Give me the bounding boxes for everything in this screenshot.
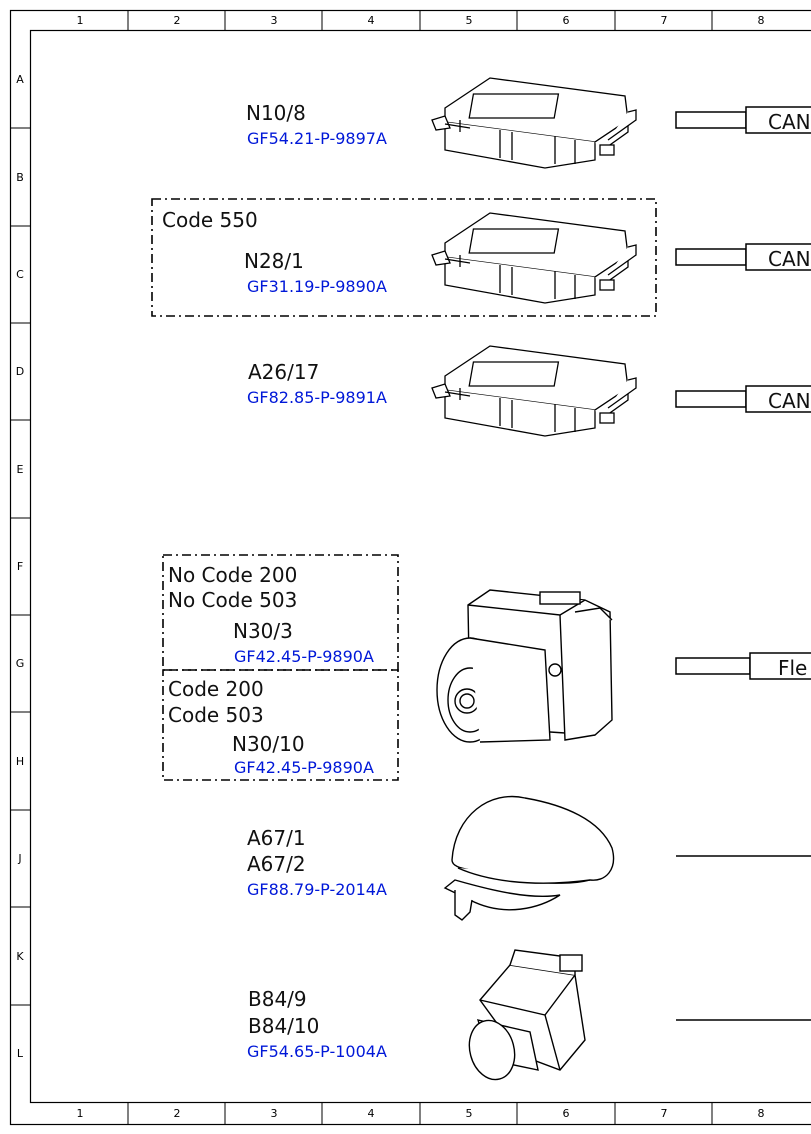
- row-tick: C: [16, 268, 24, 281]
- reference-link[interactable]: GF42.45-P-9890A: [234, 758, 374, 777]
- row-tick: A: [16, 73, 24, 86]
- col-tick: 1: [76, 14, 84, 27]
- connector-label: CAN: [768, 391, 811, 411]
- reference-link[interactable]: GF31.19-P-9890A: [247, 277, 387, 296]
- component-label: A26/17: [248, 360, 320, 384]
- col-tick: 4: [367, 1107, 375, 1120]
- row-tick: E: [16, 463, 24, 476]
- col-tick: 2: [173, 1107, 181, 1120]
- group-code-label: Code 550: [162, 208, 258, 232]
- col-tick: 8: [757, 1107, 765, 1120]
- connector-label: CAN: [768, 112, 811, 132]
- col-tick: 6: [562, 1107, 570, 1120]
- component-label: N10/8: [246, 101, 306, 125]
- mirror-icon: [443, 795, 615, 921]
- n30-3-connector-box: [749, 652, 811, 680]
- row-tick: J: [18, 852, 22, 865]
- row-tick: B: [16, 171, 24, 184]
- a26-17-connector-stub: [675, 390, 747, 408]
- n28-1-connector-box: [745, 243, 811, 271]
- n28-1-connector-stub: [675, 248, 747, 266]
- reference-link[interactable]: GF82.85-P-9891A: [247, 388, 387, 407]
- col-tick: 8: [757, 14, 765, 27]
- reference-link[interactable]: GF54.21-P-9897A: [247, 129, 387, 148]
- col-tick: 7: [660, 14, 668, 27]
- col-tick: 7: [660, 1107, 668, 1120]
- connector-label: CAN: [768, 249, 811, 269]
- component-label: B84/10: [248, 1014, 320, 1038]
- col-tick: 3: [270, 1107, 278, 1120]
- col-tick: 6: [562, 14, 570, 27]
- row-tick: H: [15, 755, 25, 768]
- col-tick: 4: [367, 14, 375, 27]
- camera-icon: [468, 949, 586, 1081]
- group-code-label: Code 503: [168, 703, 264, 727]
- group-code-label: No Code 503: [168, 588, 298, 612]
- row-tick: F: [16, 560, 24, 573]
- col-tick: 2: [173, 14, 181, 27]
- code-550-group-box: [151, 198, 657, 317]
- code-200-group-box: [162, 669, 399, 781]
- n10-8-connector-stub: [675, 111, 747, 129]
- component-label: A67/1: [247, 826, 306, 850]
- a26-17-connector-box: [745, 385, 811, 413]
- control-unit-icon: [431, 77, 637, 437]
- component-label: N30/3: [233, 619, 293, 643]
- component-label: B84/9: [248, 987, 307, 1011]
- row-tick: D: [15, 365, 25, 378]
- row-tick: K: [16, 950, 24, 963]
- reference-link[interactable]: GF54.65-P-1004A: [247, 1042, 387, 1061]
- col-tick: 3: [270, 14, 278, 27]
- no-code-200-group-box: [162, 554, 399, 671]
- component-label: N30/10: [232, 732, 305, 756]
- connector-label: Fle: [778, 658, 808, 678]
- esp-unit-icon: [436, 589, 613, 743]
- component-label: N28/1: [244, 249, 304, 273]
- component-label: A67/2: [247, 852, 306, 876]
- n10-8-connector-box: [745, 106, 811, 134]
- reference-link[interactable]: GF88.79-P-2014A: [247, 880, 387, 899]
- group-code-label: No Code 200: [168, 563, 298, 587]
- col-tick: 1: [76, 1107, 84, 1120]
- reference-link[interactable]: GF42.45-P-9890A: [234, 647, 374, 666]
- row-tick: G: [15, 657, 25, 670]
- col-tick: 5: [465, 14, 473, 27]
- group-code-label: Code 200: [168, 677, 264, 701]
- n30-3-connector-stub: [675, 657, 751, 675]
- col-tick: 5: [465, 1107, 473, 1120]
- row-tick: L: [16, 1047, 24, 1060]
